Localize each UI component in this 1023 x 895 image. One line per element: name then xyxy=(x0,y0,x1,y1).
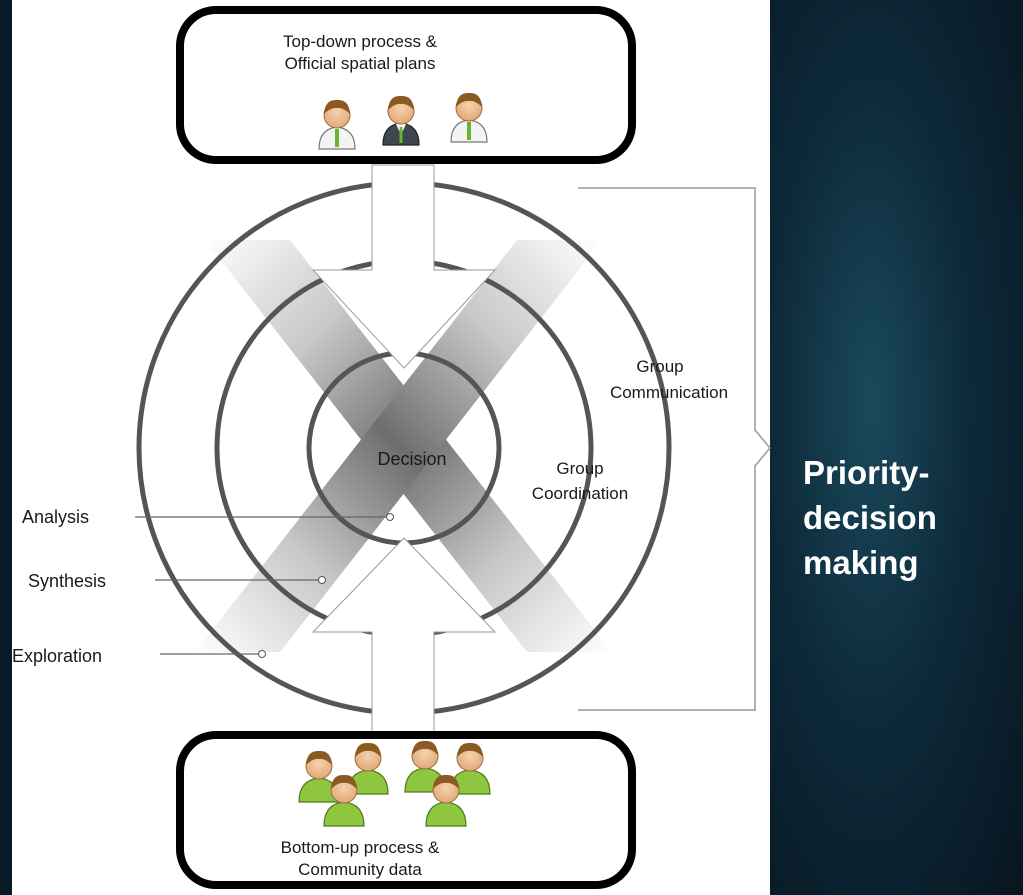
arrow-up-bottom xyxy=(311,537,497,741)
bottom-box xyxy=(176,731,636,889)
leader-exploration-dot xyxy=(258,650,266,658)
arrow-down-top xyxy=(311,164,497,369)
decision-label: Decision xyxy=(377,449,447,469)
top-box xyxy=(176,6,636,164)
group-coordination-label-line2: Coordination xyxy=(531,484,629,503)
top-box-text: Top-down process & Official spatial plan… xyxy=(282,32,438,73)
stage-synthesis-label: Synthesis xyxy=(28,571,107,591)
group-communication-label-line2: Communication xyxy=(609,383,729,402)
background-strip-left xyxy=(0,0,12,895)
bottom-box-text: Bottom-up process & Community data xyxy=(280,838,440,879)
group-communication-label-line1: Group xyxy=(636,357,684,376)
priority-bracket xyxy=(578,187,771,711)
priority-decision-making-label: Priority- decision making xyxy=(803,454,937,581)
stage-analysis-label: Analysis xyxy=(22,507,90,527)
leader-analysis-dot xyxy=(386,513,394,521)
background-right xyxy=(770,0,1023,895)
leader-synthesis-dot xyxy=(318,576,326,584)
band-diagonal-right xyxy=(195,240,602,652)
stage-exploration-label: Exploration xyxy=(12,646,103,666)
group-coordination-label-line1: Group xyxy=(556,459,604,478)
